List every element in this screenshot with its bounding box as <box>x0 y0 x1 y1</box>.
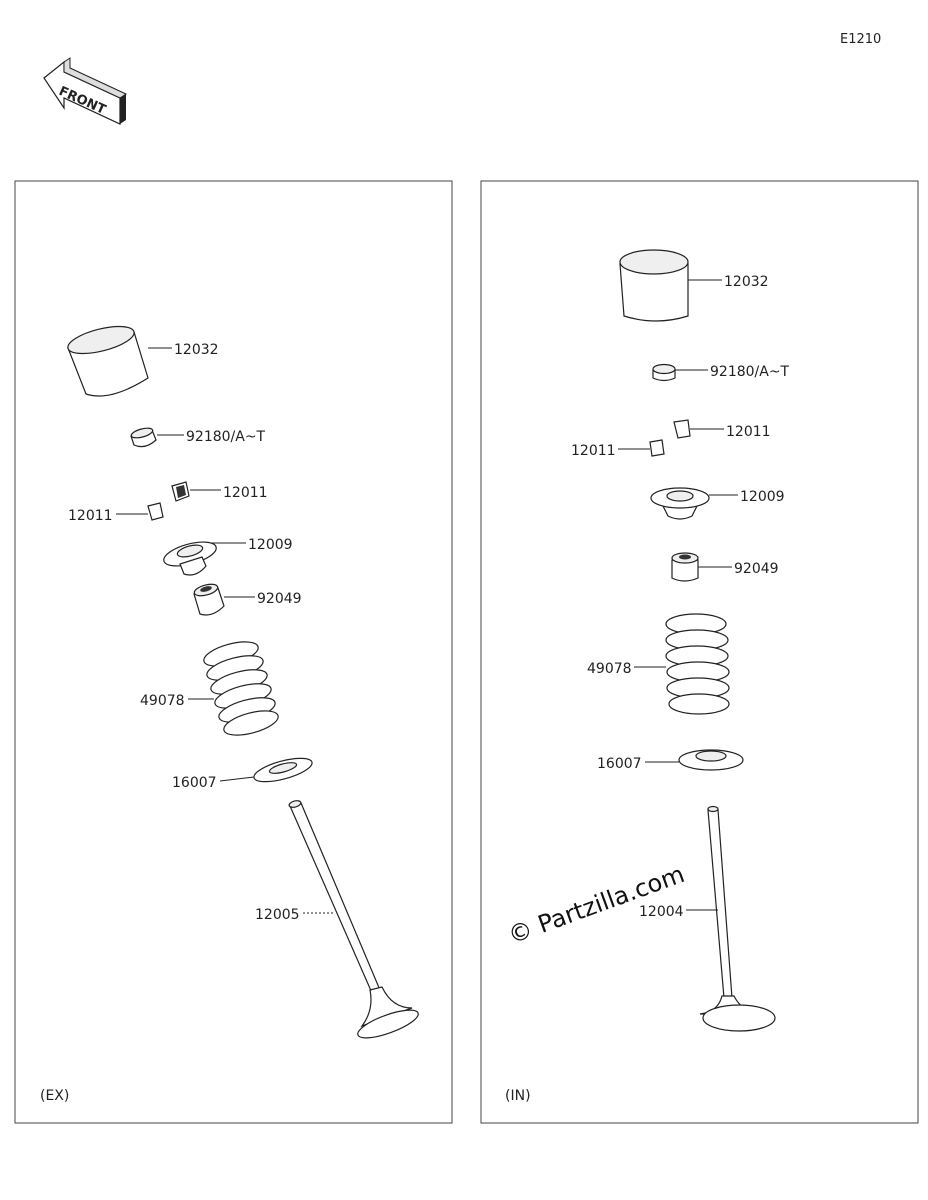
in-panel-label: (IN) <box>505 1088 531 1104</box>
ex-spring-seat <box>253 757 313 783</box>
in-retainer-label: 12009 <box>740 489 785 505</box>
in-panel <box>480 180 919 1124</box>
in-spring-label: 49078 <box>587 661 632 677</box>
in-cotter-upper-label: 12011 <box>726 424 771 440</box>
in-valve-spring <box>665 613 730 715</box>
ex-valve <box>288 800 419 1039</box>
in-valve-train: 12032 92180/A~T 12011 12011 12009 <box>505 249 790 1104</box>
front-arrow-icon: FRONT <box>43 57 128 125</box>
in-retainer <box>650 487 710 520</box>
in-cotter-lower <box>649 439 665 457</box>
ex-retainer-label: 12009 <box>248 537 293 553</box>
in-valve <box>699 805 776 1032</box>
ex-panel-label: (EX) <box>40 1088 69 1104</box>
ex-valve-spring <box>203 641 279 736</box>
in-lifter <box>619 249 689 322</box>
in-lifter-label: 12032 <box>724 274 769 290</box>
in-cotter-upper <box>673 419 691 439</box>
in-stem-seal-label: 92049 <box>734 561 779 577</box>
in-cotter-lower-label: 12011 <box>571 443 616 459</box>
in-stem-seal <box>671 552 699 582</box>
ex-stem-seal-label: 92049 <box>257 591 302 607</box>
in-shim-label: 92180/A~T <box>710 364 790 380</box>
ex-shim <box>130 427 157 448</box>
diagram-code: E1210 <box>840 32 881 47</box>
ex-stem-seal <box>193 583 225 616</box>
ex-cotter-upper <box>171 481 190 502</box>
in-seat-label: 16007 <box>597 756 642 772</box>
ex-cotter-lower <box>147 502 164 521</box>
ex-lifter <box>67 325 149 397</box>
ex-spring-label: 49078 <box>140 693 185 709</box>
in-valve-label: 12004 <box>639 904 684 920</box>
ex-valve-train: 12032 92180/A~T 12011 12011 12009 <box>40 325 419 1104</box>
ex-retainer <box>163 541 217 576</box>
ex-shim-label: 92180/A~T <box>186 429 266 445</box>
ex-valve-label: 12005 <box>255 907 300 923</box>
in-spring-seat <box>678 749 744 771</box>
ex-panel <box>14 180 453 1124</box>
ex-cotter-upper-label: 12011 <box>223 485 268 501</box>
ex-lifter-label: 12032 <box>174 342 219 358</box>
in-shim <box>652 363 676 382</box>
ex-seat-label: 16007 <box>172 775 217 791</box>
ex-cotter-lower-label: 12011 <box>68 508 113 524</box>
